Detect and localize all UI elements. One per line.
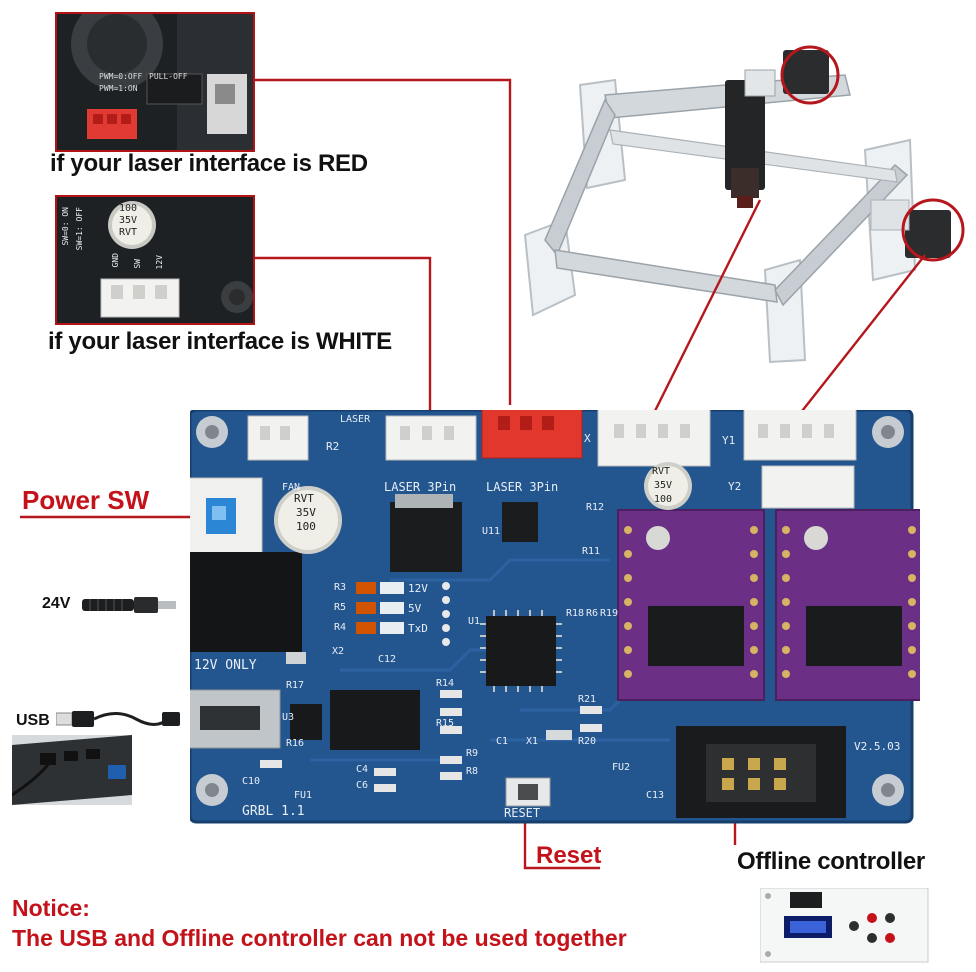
usb-cable-icon	[56, 711, 180, 727]
silk-u3: U3	[282, 712, 295, 723]
lead-white-interface	[255, 256, 432, 430]
silk-r18: R18	[566, 608, 585, 619]
silk-laser3pin-red: LASER 3Pin	[486, 480, 559, 494]
silk-r12: R12	[586, 502, 605, 513]
notice-title: Notice:	[12, 895, 90, 921]
silk-laser: LASER	[340, 414, 371, 425]
lead-y-motor	[794, 254, 926, 421]
laptop-port-photo	[12, 735, 132, 805]
silk-r5: R5	[334, 602, 347, 613]
inset-red-label3: PULL-OFF	[149, 72, 188, 81]
reset-caption: Reset	[536, 842, 602, 869]
silk-x: X	[584, 432, 591, 445]
voltage-label: 24V	[42, 595, 71, 612]
silk-fu1: FU1	[294, 790, 313, 801]
lead-power-sw	[20, 515, 212, 530]
silk-c6: C6	[356, 780, 369, 791]
silk-cap2-value: 100	[654, 494, 673, 505]
offline-controller-caption: Offline controller	[737, 848, 925, 875]
white-interface-photo: 100 35V RVT SW=0: ON SW=1: OFF GND SW 12…	[55, 195, 255, 325]
dc-plug-icon	[82, 597, 176, 613]
silk-r20: R20	[578, 736, 597, 747]
silk-r19: R19	[600, 608, 619, 619]
silk-r4: R4	[334, 622, 347, 633]
silk-c10: C10	[242, 776, 261, 787]
inset-red-label1: PWM=0:OFF	[99, 72, 143, 81]
silk-x1: X1	[526, 736, 539, 747]
red-interface-caption: if your laser interface is RED	[50, 150, 368, 177]
silk-y2: Y2	[728, 480, 742, 493]
silk-r14: R14	[436, 678, 455, 689]
silk-c1: C1	[496, 736, 509, 747]
silk-fu2: FU2	[612, 762, 631, 773]
silk-reset: RESET	[504, 806, 541, 820]
silk-grbl: GRBL 1.1	[242, 804, 305, 819]
silk-c13: C13	[646, 790, 665, 801]
silk-fan: FAN	[282, 482, 301, 493]
offline-controller-device	[760, 888, 929, 963]
silk-r6: R6	[586, 608, 599, 619]
silk-12v-only: 12V ONLY	[194, 658, 257, 673]
silk-led-5v: 5V	[408, 602, 422, 615]
silk-cap-value: 100	[296, 520, 316, 533]
silk-r8: R8	[466, 766, 479, 777]
silk-r16: R16	[286, 738, 305, 749]
silk-cap-voltage: 35V	[296, 506, 316, 519]
silk-r2: R2	[326, 440, 340, 453]
lead-red-interface	[255, 78, 512, 405]
silk-laser3pin-white: LASER 3Pin	[384, 480, 457, 494]
usb-label: USB	[16, 712, 50, 729]
silk-led-12v: 12V	[408, 582, 428, 595]
red-interface-photo: PWM=0:OFF PWM=1:ON PULL-OFF	[55, 12, 255, 152]
silk-r9: R9	[466, 748, 479, 759]
silk-u1: U1	[468, 616, 481, 627]
inset-white-cap-brand: RVT	[119, 227, 138, 238]
silk-c4: C4	[356, 764, 369, 775]
power-sw-caption: Power SW	[22, 485, 150, 515]
silk-c12: C12	[378, 654, 397, 665]
lead-x-motor	[646, 199, 762, 426]
silk-version: V2.5.03	[854, 740, 901, 753]
inset-white-cap-voltage: 35V	[119, 215, 138, 226]
inset-red-label2: PWM=1:ON	[99, 84, 138, 93]
silk-r3: R3	[334, 582, 347, 593]
silk-led-txd: TxD	[408, 622, 428, 635]
silk-r11: R11	[582, 546, 601, 557]
notice-body: The USB and Offline controller can not b…	[12, 925, 627, 951]
silk-cap2-brand: RVT	[652, 466, 671, 477]
silk-cap2-voltage: 35V	[654, 480, 673, 491]
inset-white-cap-value: 100	[119, 203, 138, 214]
lead-reset	[523, 810, 600, 870]
white-interface-caption: if your laser interface is WHITE	[48, 328, 392, 355]
laser-engraver-machine	[523, 45, 965, 364]
silk-u11: U11	[482, 526, 501, 537]
grbl-control-board: LASER R2 LASER 3Pin LASER 3Pin FAN X Y1 …	[182, 401, 923, 830]
silk-r17: R17	[286, 680, 305, 691]
silk-r15: R15	[436, 718, 455, 729]
silk-cap-brand: RVT	[294, 492, 314, 505]
silk-x2: X2	[332, 646, 345, 657]
silk-r21: R21	[578, 694, 597, 705]
silk-y1: Y1	[722, 434, 736, 447]
